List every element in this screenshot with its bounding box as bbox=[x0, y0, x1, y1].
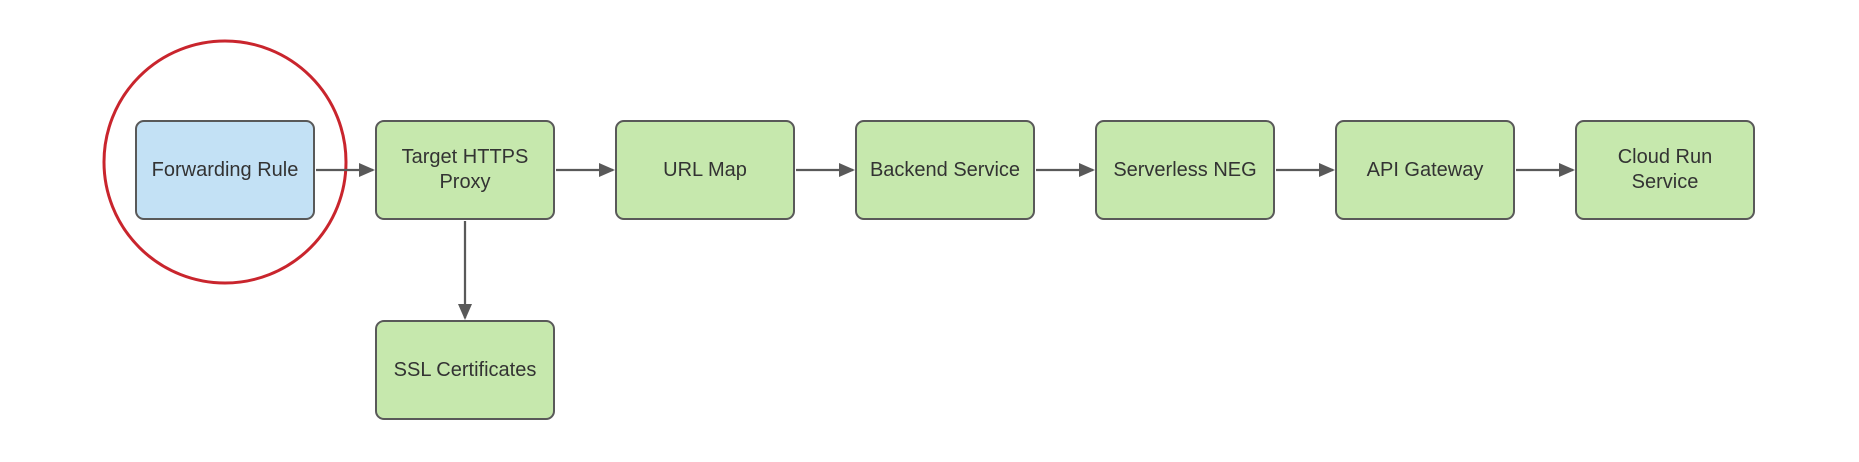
node-url-map-label: URL Map bbox=[663, 158, 747, 181]
node-target-https-proxy-label: Target HTTPS Proxy bbox=[401, 146, 529, 193]
node-serverless-neg-label: Serverless NEG bbox=[1113, 158, 1257, 181]
node-cloud-run-service-label: Cloud Run Service bbox=[1617, 146, 1713, 193]
node-ssl-certificates: SSL Certificates bbox=[375, 320, 555, 420]
node-ssl-certificates-label: SSL Certificates bbox=[393, 358, 537, 381]
node-backend-service-label: Backend Service bbox=[869, 158, 1021, 181]
node-cloud-run-service: Cloud Run Service bbox=[1575, 120, 1755, 220]
node-api-gateway: API Gateway bbox=[1335, 120, 1515, 220]
node-url-map: URL Map bbox=[615, 120, 795, 220]
node-forwarding-rule: Forwarding Rule bbox=[135, 120, 315, 220]
node-serverless-neg: Serverless NEG bbox=[1095, 120, 1275, 220]
node-backend-service: Backend Service bbox=[855, 120, 1035, 220]
node-forwarding-rule-label: Forwarding Rule bbox=[151, 158, 299, 181]
node-target-https-proxy: Target HTTPS Proxy bbox=[375, 120, 555, 220]
node-api-gateway-label: API Gateway bbox=[1366, 158, 1484, 181]
